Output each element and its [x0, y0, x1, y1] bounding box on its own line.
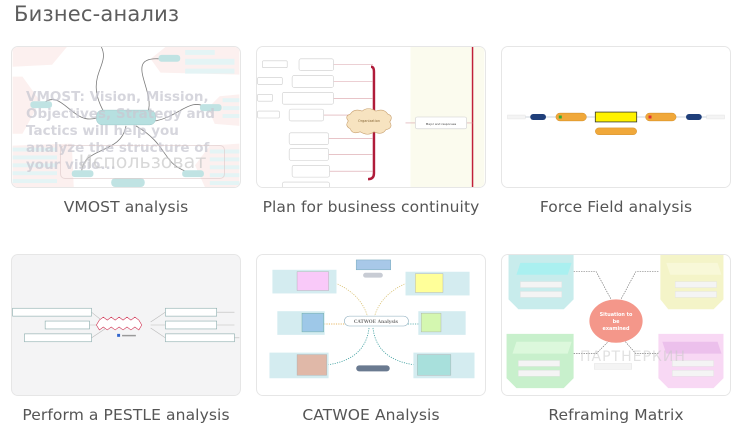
template-card-vmost[interactable]: VMOST: Vision, Mission, Objectives, Stra… — [11, 46, 241, 216]
template-thumbnail[interactable]: VMOST: Vision, Mission, Objectives, Stra… — [11, 46, 241, 188]
svg-text:examined: examined — [603, 326, 630, 332]
reframing-matrix-preview: Situation to be examined — [502, 255, 730, 395]
force-field-mindmap-preview — [502, 47, 730, 187]
svg-text:Major and responses: Major and responses — [426, 122, 457, 126]
svg-text:Organization: Organization — [358, 119, 380, 123]
template-thumbnail[interactable]: Situation to be examined ПАРТНЕРКИН — [501, 254, 731, 396]
template-label[interactable]: VMOST analysis — [63, 198, 189, 216]
template-thumbnail[interactable]: CATWOE Analysis — [256, 254, 486, 396]
svg-text:Situation to: Situation to — [600, 312, 633, 318]
svg-text:be: be — [613, 319, 621, 325]
template-thumbnail[interactable]: Organization Major and responses — [256, 46, 486, 188]
template-thumbnail[interactable] — [11, 254, 241, 396]
use-template-button[interactable]: Использоват — [60, 145, 225, 179]
template-label[interactable]: Perform a PESTLE analysis — [22, 406, 230, 424]
business-continuity-mindmap-preview: Organization Major and responses — [257, 47, 485, 187]
catwoe-mindmap-preview: CATWOE Analysis — [257, 255, 485, 395]
template-label[interactable]: Force Field analysis — [539, 198, 693, 216]
template-label[interactable]: Reframing Matrix — [548, 406, 684, 424]
template-card-reframing-matrix[interactable]: Situation to be examined ПАРТНЕРКИН Refr… — [501, 254, 731, 424]
template-label[interactable]: CATWOE Analysis — [302, 406, 440, 424]
template-card-business-continuity[interactable]: Organization Major and responses Plan fo… — [256, 46, 486, 216]
template-card-pestle[interactable]: Perform a PESTLE analysis — [11, 254, 241, 424]
template-card-force-field[interactable]: Force Field analysis — [501, 46, 731, 216]
pestle-mindmap-preview — [12, 255, 240, 395]
watermark-text: ПАРТНЕРКИН — [580, 349, 686, 365]
svg-text:CATWOE Analysis: CATWOE Analysis — [354, 320, 399, 325]
hover-overlay: VMOST: Vision, Mission, Objectives, Stra… — [12, 47, 240, 187]
template-label[interactable]: Plan for business continuity — [262, 198, 480, 216]
template-description: VMOST: Vision, Mission, Objectives, Stra… — [26, 89, 215, 173]
template-card-catwoe[interactable]: CATWOE Analysis CATWOE Analysis — [256, 254, 486, 424]
vmost-mindmap-preview — [12, 47, 240, 187]
section-title: Бизнес-анализ — [14, 2, 180, 26]
template-thumbnail[interactable] — [501, 46, 731, 188]
